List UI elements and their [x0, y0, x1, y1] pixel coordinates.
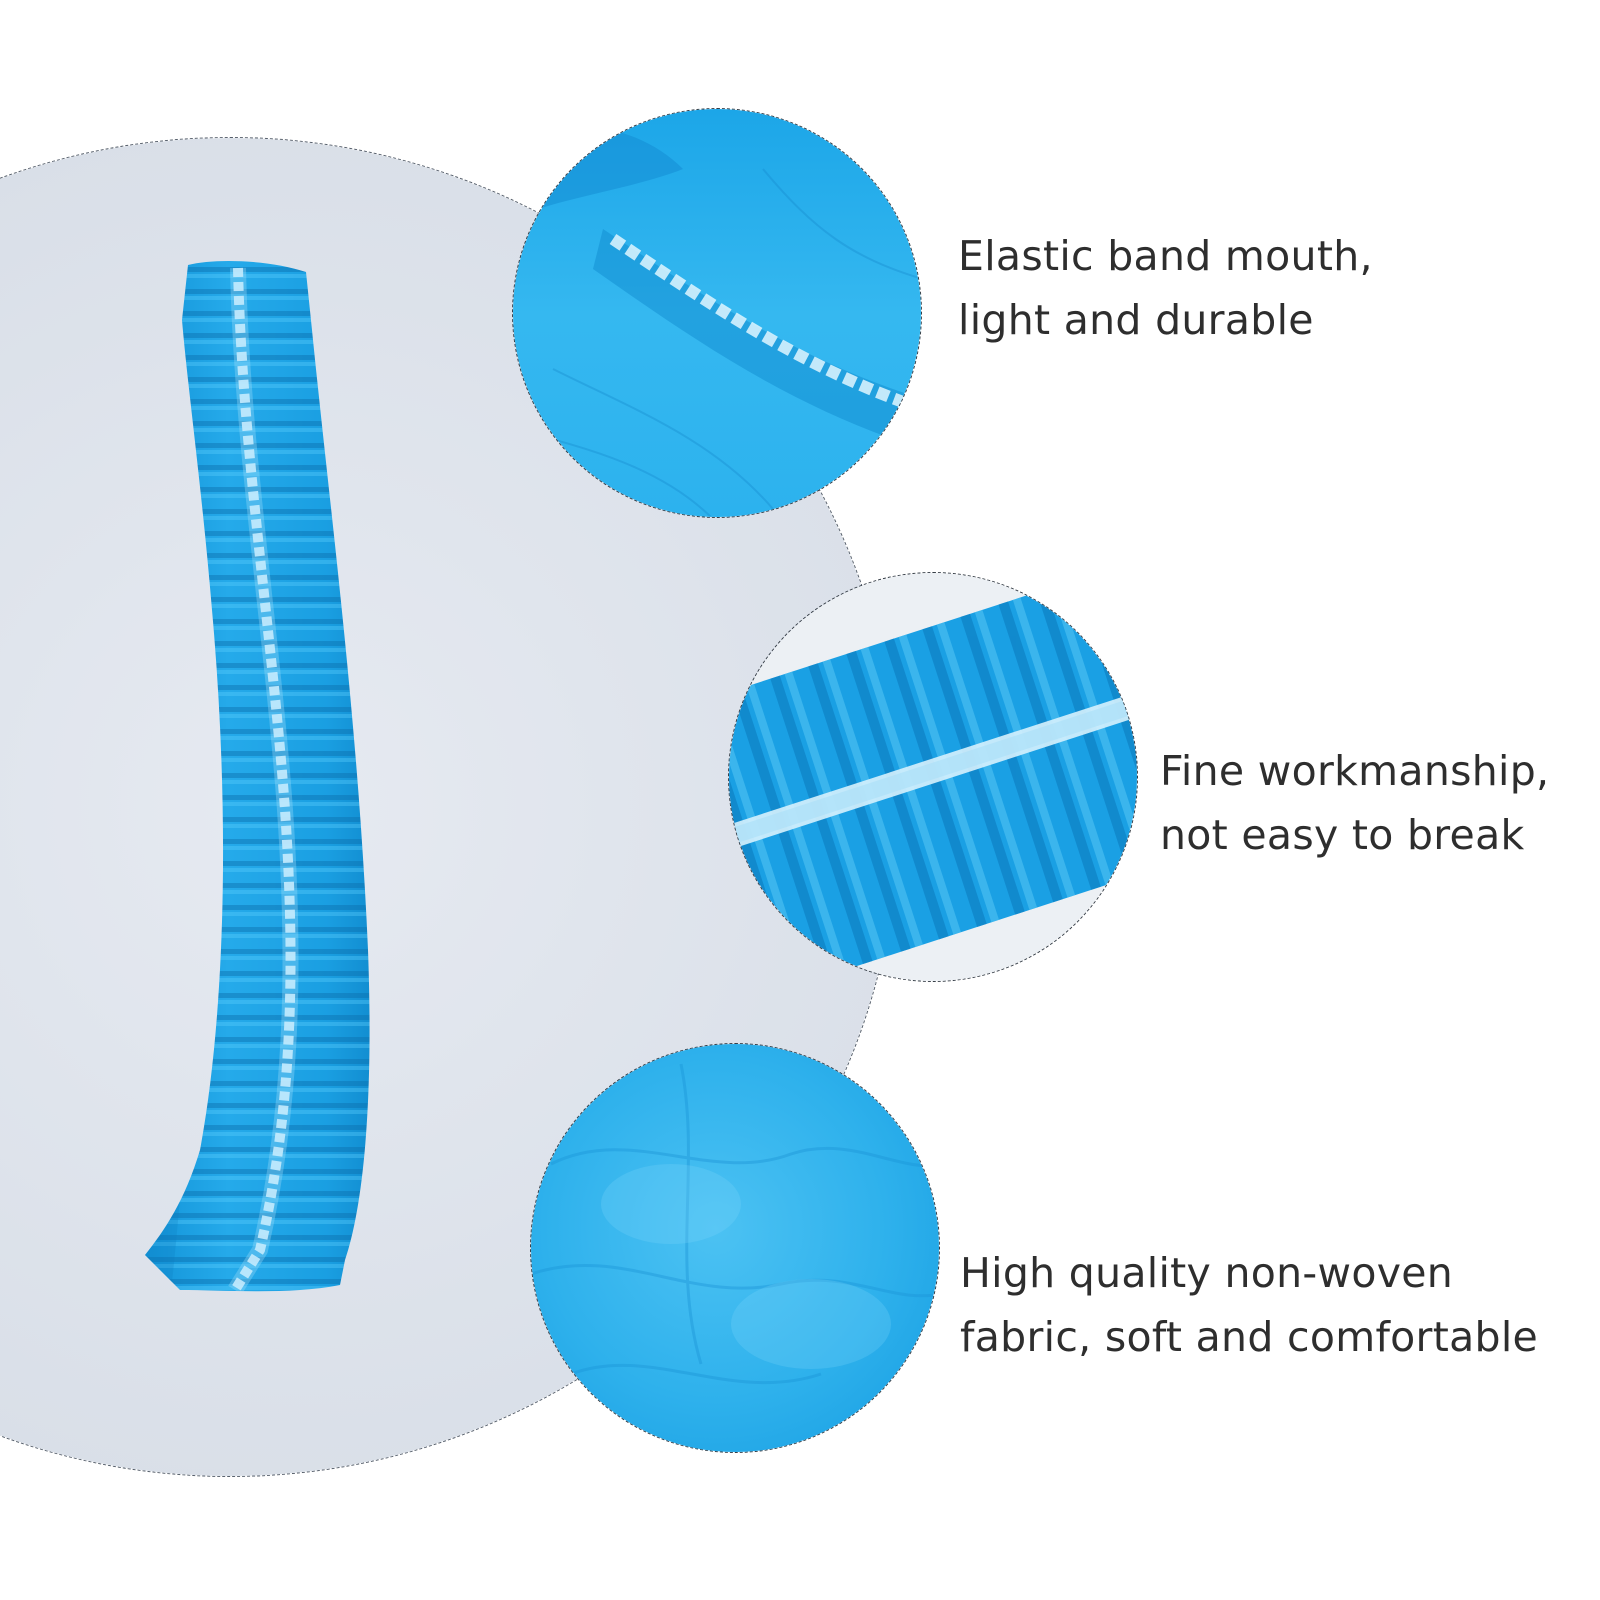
feature-caption-3-line-1: High quality non-woven [960, 1249, 1454, 1297]
bouffant-cap-image [145, 260, 370, 1292]
feature-caption-1-line-2: light and durable [958, 296, 1314, 344]
elastic-band-closeup-icon [512, 108, 922, 518]
feature-caption-1: Elastic band mouth, light and durable [958, 224, 1373, 352]
feature-caption-2-line-2: not easy to break [1160, 811, 1525, 859]
feature-caption-2: Fine workmanship, not easy to break [1160, 739, 1549, 867]
non-woven-fabric-closeup-icon [530, 1043, 940, 1453]
feature-caption-2-line-1: Fine workmanship, [1160, 747, 1550, 795]
feature-caption-3: High quality non-woven fabric, soft and … [960, 1241, 1538, 1369]
feature-caption-1-line-1: Elastic band mouth, [958, 232, 1373, 280]
feature-caption-3-line-2: fabric, soft and comfortable [960, 1313, 1539, 1361]
pleated-band-closeup-icon [728, 572, 1138, 982]
